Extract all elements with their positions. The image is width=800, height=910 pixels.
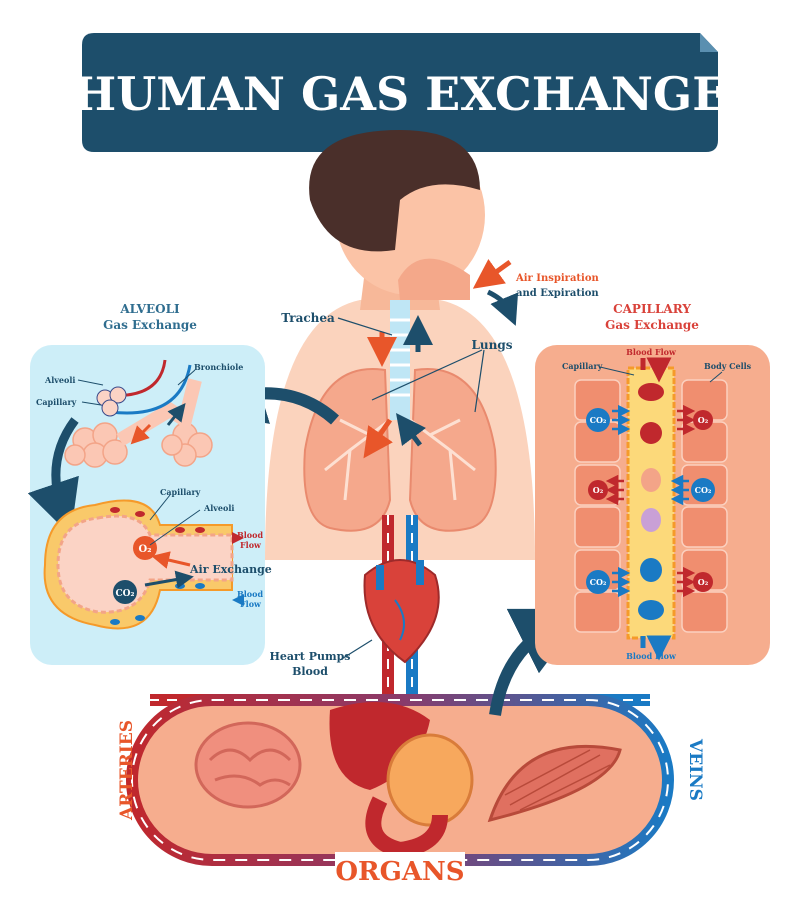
blood-flow-in-label-2: Flow	[240, 599, 262, 609]
blood-flow-bottom-label: Blood Flow	[626, 651, 677, 661]
co2-molecule-icon	[113, 580, 137, 604]
alveoli-title-1: ALVEOLI	[119, 302, 180, 316]
o2-molecule-icon	[133, 536, 157, 560]
o2-molecule-icon	[693, 572, 713, 592]
co2-label: CO₂	[116, 589, 135, 599]
capillary-label-2: Capillary	[160, 487, 201, 497]
title-banner: HUMAN GAS EXCHANGE	[73, 33, 728, 152]
arteries-label: ARTERIES	[117, 720, 137, 821]
alveoli-label-2: Alveoli	[203, 503, 234, 513]
blood-flow-out-label-2: Flow	[240, 540, 262, 550]
blood-flow-out-label: Blood	[237, 530, 263, 540]
lungs	[303, 368, 497, 532]
alveoli-panel: O₂ CO₂	[27, 345, 265, 665]
air-label-2: and Expiration	[516, 288, 599, 299]
capillary-row-right-label: O₂	[698, 577, 709, 587]
capillary-row-right-label: CO₂	[695, 485, 712, 495]
heart	[363, 559, 440, 664]
alveoli-title-2: Gas Exchange	[103, 318, 197, 332]
lung-in-arrow	[363, 418, 393, 459]
organs-label: ORGANS	[335, 857, 464, 887]
o2-label: O₂	[138, 544, 151, 555]
inspiration-arrow	[472, 259, 512, 289]
capillary-row-left-label: CO₂	[590, 577, 607, 587]
co2-molecule-icon	[586, 570, 610, 594]
trachea-label: Trachea	[281, 311, 335, 325]
capillary-title-2: Gas Exchange	[605, 318, 699, 332]
blood-flow-in-label: Blood	[237, 589, 263, 599]
veins-label: VEINS	[685, 738, 705, 801]
capillary-row-left-label: O₂	[593, 485, 604, 495]
liver-stomach-icon	[329, 702, 474, 859]
o2-molecule-icon	[693, 410, 713, 430]
lungs-label: Lungs	[471, 338, 512, 352]
capillary-panel	[535, 345, 770, 665]
heart-label-2: Blood	[292, 665, 328, 678]
body-cells-label: Body Cells	[704, 361, 752, 371]
capillary-row-left-label: CO₂	[590, 415, 607, 425]
o2-molecule-icon	[588, 480, 608, 500]
air-label-1: Air Inspiration	[515, 273, 600, 284]
heart-label-1: Heart Pumps	[269, 650, 350, 663]
circulation-loop: ARTERIES VEINS	[117, 694, 705, 866]
capillary-title-1: CAPILLARY	[613, 302, 691, 316]
bronchiole-label: Bronchiole	[194, 362, 243, 372]
expiration-arrow	[486, 289, 519, 326]
co2-molecule-icon	[586, 408, 610, 432]
capillary-label-right: Capillary	[562, 361, 603, 371]
alveoli-label: Alveoli	[44, 375, 75, 385]
lung-out-arrow	[396, 413, 426, 447]
brain-icon	[194, 721, 302, 809]
air-exchange-label: Air Exchange	[189, 563, 272, 576]
blood-flow-top-label: Blood Flow	[626, 347, 677, 357]
co2-molecule-icon	[691, 478, 715, 502]
page-title: HUMAN GAS EXCHANGE	[73, 67, 728, 121]
capillary-label: Capillary	[36, 397, 77, 407]
muscle-icon	[487, 744, 622, 823]
capillary-row-right-label: O₂	[698, 415, 709, 425]
